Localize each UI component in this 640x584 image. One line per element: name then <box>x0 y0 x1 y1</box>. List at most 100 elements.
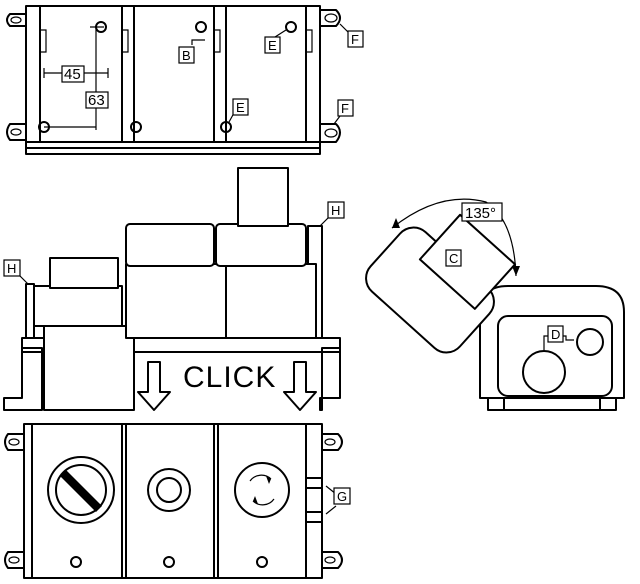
callout-e-label: E <box>236 100 245 115</box>
ear-slot <box>8 438 20 446</box>
callout-c-box <box>445 249 462 267</box>
ear-slot <box>324 128 338 138</box>
callout-b-leader <box>191 39 205 45</box>
callout-b-label: B <box>182 48 191 63</box>
plate-outline <box>25 5 321 149</box>
callout-f-top: F <box>339 23 364 48</box>
module-1-head <box>33 285 123 327</box>
tilt-base-face <box>497 315 613 397</box>
click-label: CLICK <box>183 361 276 394</box>
callout-h-label: H <box>331 203 340 218</box>
rail-right-foot <box>319 347 341 411</box>
callout-f-leader <box>333 115 341 125</box>
push-button-bezel <box>147 468 191 512</box>
down-arrow-right-icon <box>283 361 317 411</box>
rotate-arrowhead-icon <box>253 496 258 504</box>
callout-b: B <box>178 39 205 64</box>
large-port <box>522 350 566 394</box>
ear-slot <box>324 13 338 23</box>
front-plate-outline <box>23 423 323 579</box>
ear-slot <box>10 16 22 24</box>
callout-g: G <box>325 485 351 515</box>
angle-label: 135° <box>465 205 496 222</box>
clip-h-left <box>25 283 35 339</box>
front-view <box>4 423 343 579</box>
callout-d-leader <box>543 335 574 350</box>
callout-h-box <box>3 259 21 277</box>
angle-arc <box>391 198 517 277</box>
callout-e-label: E <box>268 38 277 53</box>
rail-left-foot <box>3 347 43 411</box>
callout-f-box <box>347 30 364 48</box>
callout-g-box <box>333 487 351 505</box>
dimension-63-line <box>44 26 104 130</box>
right-ear-bottom <box>319 123 341 143</box>
callout-e-leader <box>274 29 287 38</box>
front-ear-top-left <box>4 433 25 451</box>
front-ear-bottom-left <box>4 551 25 569</box>
push-button-cap <box>156 477 182 503</box>
ear-slot <box>8 556 20 564</box>
callout-h-box <box>327 201 345 219</box>
mounting-hole <box>163 556 175 568</box>
callout-h-right: H <box>319 201 345 227</box>
rotate-arrow-icon <box>252 498 275 506</box>
callout-d-label: D <box>551 327 560 342</box>
mounting-hole <box>285 21 297 33</box>
tilt-base-feet <box>487 397 617 411</box>
mounting-plate-top-view: 45 63 <box>6 5 341 155</box>
dimension-63-label: 63 <box>88 92 105 109</box>
plate-notches <box>40 29 313 53</box>
rotate-arrow-icon <box>249 474 272 482</box>
dimension-45-label: 45 <box>64 66 81 83</box>
callout-h-leader <box>319 217 329 227</box>
small-port <box>576 328 604 356</box>
twist-release-button-bezel <box>234 462 290 518</box>
dimension-45-box <box>61 65 85 83</box>
callout-f-label: F <box>351 32 359 47</box>
ear-slot <box>10 128 22 136</box>
selector-switch-ring <box>55 464 107 516</box>
callout-d-box <box>547 325 564 343</box>
front-latch-lines <box>306 477 322 523</box>
tilted-module <box>365 213 517 354</box>
callout-h-label: H <box>7 261 16 276</box>
callout-e-bottom: E <box>228 98 249 123</box>
module-2-head <box>125 223 215 267</box>
ear-slot <box>324 438 336 446</box>
section-dividers <box>39 6 307 142</box>
down-arrow-left-icon <box>137 361 171 411</box>
right-ear-top <box>319 9 341 27</box>
mounting-hole <box>70 556 82 568</box>
side-view-assembly: CLICK <box>3 167 341 411</box>
module-1-body <box>43 325 135 411</box>
callout-f-box <box>337 99 354 117</box>
callout-e-top: E <box>264 29 287 54</box>
tilted-module-cap <box>418 213 517 310</box>
module-3-cap <box>237 167 289 227</box>
front-ear-top-right <box>321 433 343 451</box>
ear-slot <box>324 556 336 564</box>
front-ear-bottom-right <box>321 551 343 569</box>
plate-flange <box>25 141 321 155</box>
rotate-arrowhead-icon <box>266 476 271 484</box>
left-ear-bottom <box>6 123 27 141</box>
module-3-body <box>225 263 317 339</box>
module-3-head <box>215 223 307 267</box>
mounting-hole <box>195 21 207 33</box>
dimension-63-box <box>85 91 109 109</box>
callout-h-leader <box>19 275 29 285</box>
angle-box <box>461 202 503 222</box>
arc-arrowhead <box>512 266 520 276</box>
module-2-body <box>125 263 227 339</box>
mounting-hole <box>256 556 268 568</box>
tilt-view: 135° C D <box>365 198 625 411</box>
mounting-hole <box>220 121 232 133</box>
left-ear-top <box>6 13 27 27</box>
callout-b-box <box>178 46 195 64</box>
callout-f-label: F <box>341 101 349 116</box>
front-section-dividers <box>31 424 307 578</box>
callout-f-bottom: F <box>333 99 354 125</box>
